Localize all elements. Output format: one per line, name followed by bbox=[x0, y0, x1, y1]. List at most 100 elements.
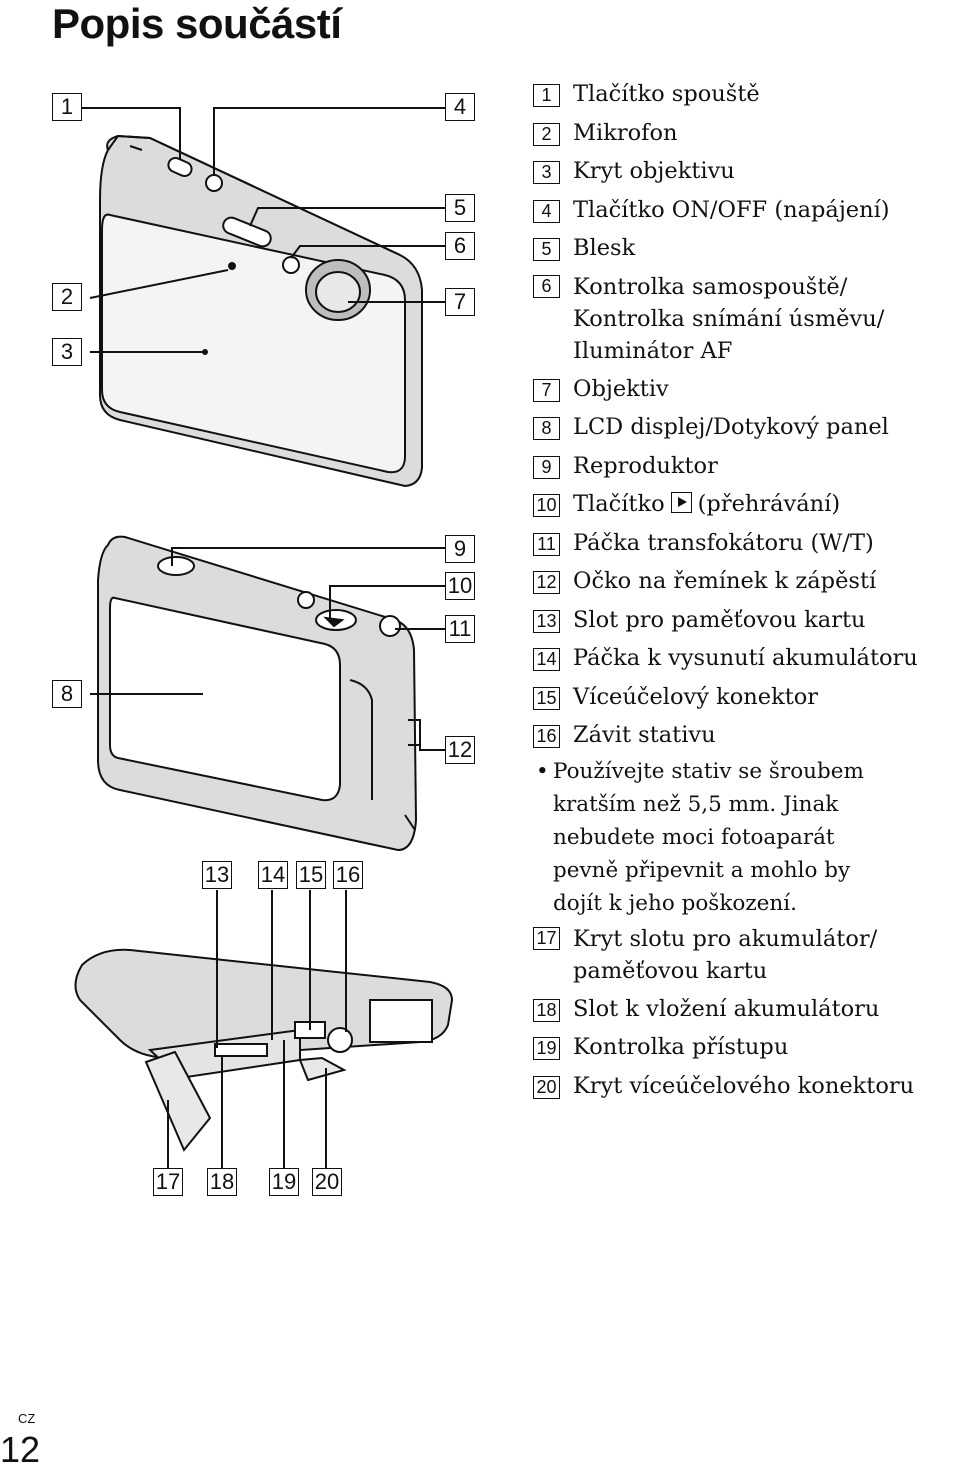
legend-item: 13 Slot pro paměťovou kartu bbox=[533, 601, 958, 640]
legend-text: Tlačítko spouště bbox=[573, 81, 760, 107]
legend-text-line: Kontrolka samospouště/ bbox=[573, 273, 848, 300]
note-line: nebudete moci fotoaparát bbox=[553, 824, 835, 850]
legend-text: Kryt víceúčelového konektoru bbox=[573, 1072, 915, 1099]
parts-legend: 1 Tlačítko spouště 2 Mikrofon 3 Kryt obj… bbox=[533, 75, 958, 1105]
legend-item: 9 Reproduktor bbox=[533, 447, 958, 486]
callout-18: 18 bbox=[207, 1168, 237, 1196]
callout-11: 11 bbox=[445, 615, 475, 643]
note-line: pevně připevnit a mohlo by bbox=[553, 857, 851, 883]
legend-text: Tlačítko ON/OFF (napájení) bbox=[573, 196, 890, 223]
page-title: Popis součástí bbox=[52, 0, 342, 47]
legend-text: Očko na řemínek k zápěstí bbox=[573, 568, 877, 594]
legend-item: 4 Tlačítko ON/OFF (napájení) bbox=[533, 191, 958, 230]
legend-text: Víceúčelový konektor bbox=[573, 683, 819, 710]
note-line: Používejte stativ se šroubem bbox=[553, 758, 864, 784]
language-code: CZ bbox=[18, 1411, 36, 1426]
legend-text: LCD displej/Dotykový panel bbox=[573, 414, 889, 440]
legend-text: Mikrofon bbox=[573, 119, 678, 146]
legend-text: Kontrolka přístupu bbox=[573, 1034, 789, 1060]
legend-text: Reproduktor bbox=[573, 452, 718, 479]
callout-14: 14 bbox=[258, 861, 288, 889]
legend-number: 12 bbox=[533, 571, 560, 594]
legend-item: 19 Kontrolka přístupu bbox=[533, 1028, 958, 1067]
note-line: dojít k jeho poškození. bbox=[553, 890, 797, 916]
legend-text: (přehrávání) bbox=[697, 491, 841, 517]
tripod-note: • Používejte stativ se šroubem kratším n… bbox=[533, 755, 958, 920]
legend-text-line: paměťovou kartu bbox=[573, 957, 768, 984]
legend-number: 17 bbox=[533, 926, 560, 950]
legend-number: 3 bbox=[533, 161, 560, 184]
callout-9: 9 bbox=[445, 535, 475, 563]
legend-text-line: Iluminátor AF bbox=[573, 337, 733, 364]
note-line: kratším než 5,5 mm. Jinak bbox=[553, 791, 839, 817]
legend-text-line: Kryt slotu pro akumulátor/ bbox=[573, 925, 878, 952]
callout-3: 3 bbox=[52, 338, 82, 366]
camera-bottom-illustration bbox=[74, 948, 454, 1152]
callout-15: 15 bbox=[296, 861, 326, 889]
callout-10: 10 bbox=[445, 572, 475, 600]
legend-number: 5 bbox=[533, 238, 560, 261]
camera-back-illustration bbox=[97, 535, 421, 852]
legend-text: Blesk bbox=[573, 235, 636, 261]
legend-item: 1 Tlačítko spouště bbox=[533, 75, 958, 114]
legend-text: Slot pro paměťovou kartu bbox=[573, 606, 866, 633]
legend-number: 9 bbox=[533, 455, 560, 479]
legend-number: 16 bbox=[533, 725, 560, 748]
legend-text-line: Kontrolka snímání úsměvu/ bbox=[573, 305, 885, 332]
callout-17: 17 bbox=[153, 1168, 183, 1196]
legend-item: 8 LCD displej/Dotykový panel bbox=[533, 408, 958, 447]
legend-item: 16 Závit stativu bbox=[533, 716, 958, 755]
legend-item: 7 Objektiv bbox=[533, 370, 958, 409]
legend-item: 18 Slot k vložení akumulátoru bbox=[533, 990, 958, 1029]
legend-number: 7 bbox=[533, 378, 560, 402]
legend-item: 10 Tlačítko (přehrávání) bbox=[533, 485, 958, 524]
legend-number: 15 bbox=[533, 686, 560, 710]
legend-item: 15 Víceúčelový konektor bbox=[533, 678, 958, 717]
callout-4: 4 bbox=[445, 93, 475, 121]
legend-number: 4 bbox=[533, 199, 560, 223]
camera-front-illustration bbox=[99, 134, 423, 488]
legend-number: 2 bbox=[533, 122, 560, 146]
legend-item: 14 Páčka k vysunutí akumulátoru bbox=[533, 639, 958, 678]
legend-number: 18 bbox=[533, 998, 560, 1022]
callout-20: 20 bbox=[312, 1168, 342, 1196]
legend-number: 19 bbox=[533, 1037, 560, 1060]
legend-number: 10 bbox=[533, 494, 560, 517]
callout-7: 7 bbox=[445, 288, 475, 316]
legend-item: 2 Mikrofon bbox=[533, 114, 958, 153]
legend-item: 5 Blesk bbox=[533, 229, 958, 268]
legend-item: 20 Kryt víceúčelového konektoru bbox=[533, 1067, 958, 1106]
legend-number: 6 bbox=[533, 274, 560, 298]
callout-5: 5 bbox=[445, 194, 475, 222]
legend-item: 3 Kryt objektivu bbox=[533, 152, 958, 191]
callout-16: 16 bbox=[333, 861, 363, 889]
legend-item: 11 Páčka transfokátoru (W/T) bbox=[533, 524, 958, 563]
note-bullet: • bbox=[536, 758, 549, 784]
legend-text: Kryt objektivu bbox=[573, 158, 735, 184]
legend-number: 1 bbox=[533, 84, 560, 107]
legend-text: Závit stativu bbox=[573, 722, 716, 748]
callout-2: 2 bbox=[52, 283, 82, 311]
legend-number: 13 bbox=[533, 609, 560, 633]
legend-item: 17 Kryt slotu pro akumulátor/ paměťovou … bbox=[533, 920, 958, 990]
legend-item: 12 Očko na řemínek k zápěstí bbox=[533, 562, 958, 601]
legend-number: 20 bbox=[533, 1075, 560, 1099]
callout-1: 1 bbox=[52, 93, 82, 121]
legend-number: 14 bbox=[533, 648, 560, 671]
callout-6: 6 bbox=[445, 232, 475, 260]
legend-text: Slot k vložení akumulátoru bbox=[573, 995, 880, 1022]
legend-number: 11 bbox=[533, 532, 560, 556]
callout-19: 19 bbox=[269, 1168, 299, 1196]
legend-text: Páčka transfokátoru (W/T) bbox=[573, 529, 874, 556]
page-number: 12 bbox=[0, 1429, 41, 1470]
callout-13: 13 bbox=[202, 861, 232, 889]
play-icon bbox=[670, 492, 692, 513]
legend-text: Tlačítko bbox=[573, 491, 665, 517]
legend-item: 6 Kontrolka samospouště/ Kontrolka snímá… bbox=[533, 268, 958, 370]
callout-12: 12 bbox=[445, 736, 475, 764]
legend-text: Páčka k vysunutí akumulátoru bbox=[573, 645, 918, 671]
legend-text: Objektiv bbox=[573, 375, 669, 402]
callout-8: 8 bbox=[52, 680, 82, 708]
legend-number: 8 bbox=[533, 417, 560, 440]
